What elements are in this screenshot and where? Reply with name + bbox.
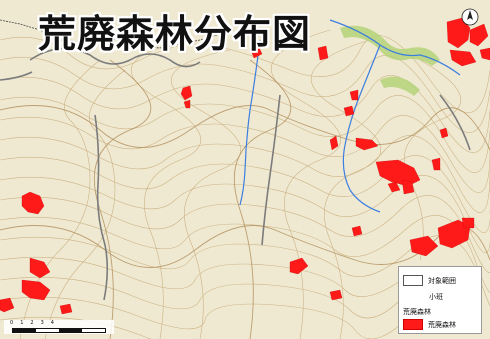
scale-labels: 0 1 2 3 4 xyxy=(10,320,54,326)
index-contours xyxy=(0,59,490,339)
legend-item-survey-area: 対象範囲 xyxy=(403,275,456,286)
scale-label: 0 xyxy=(10,320,14,326)
degraded-forest-patches xyxy=(0,17,490,315)
north-arrow-icon xyxy=(461,8,479,26)
rivers xyxy=(239,19,461,213)
legend-swatch-red xyxy=(403,319,423,330)
map-legend: 対象範囲 小班 荒廃森林 荒廃森林 xyxy=(398,266,482,334)
map-title: 荒廃森林分布図 xyxy=(38,12,312,56)
legend-label: 荒廃森林 xyxy=(403,308,431,316)
scale-bar: 0 1 2 3 4 xyxy=(4,320,114,334)
scale-label: 3 xyxy=(40,320,44,326)
legend-item-subcompartment: 小班 xyxy=(429,292,443,302)
scale-graphic xyxy=(12,328,106,333)
legend-label: 小班 xyxy=(429,293,443,301)
roads xyxy=(0,47,471,301)
scale-label: 1 xyxy=(20,320,24,326)
legend-swatch-outline xyxy=(403,275,423,286)
legend-label: 荒廃森林 xyxy=(428,320,456,329)
legend-label: 対象範囲 xyxy=(428,276,456,285)
survey-boundary xyxy=(0,19,221,49)
legend-item-degraded-forest: 荒廃森林 xyxy=(403,319,456,330)
scale-label: 2 xyxy=(30,320,34,326)
scale-label: 4 xyxy=(50,320,54,326)
legend-heading-degraded-forest: 荒廃森林 xyxy=(403,307,431,317)
